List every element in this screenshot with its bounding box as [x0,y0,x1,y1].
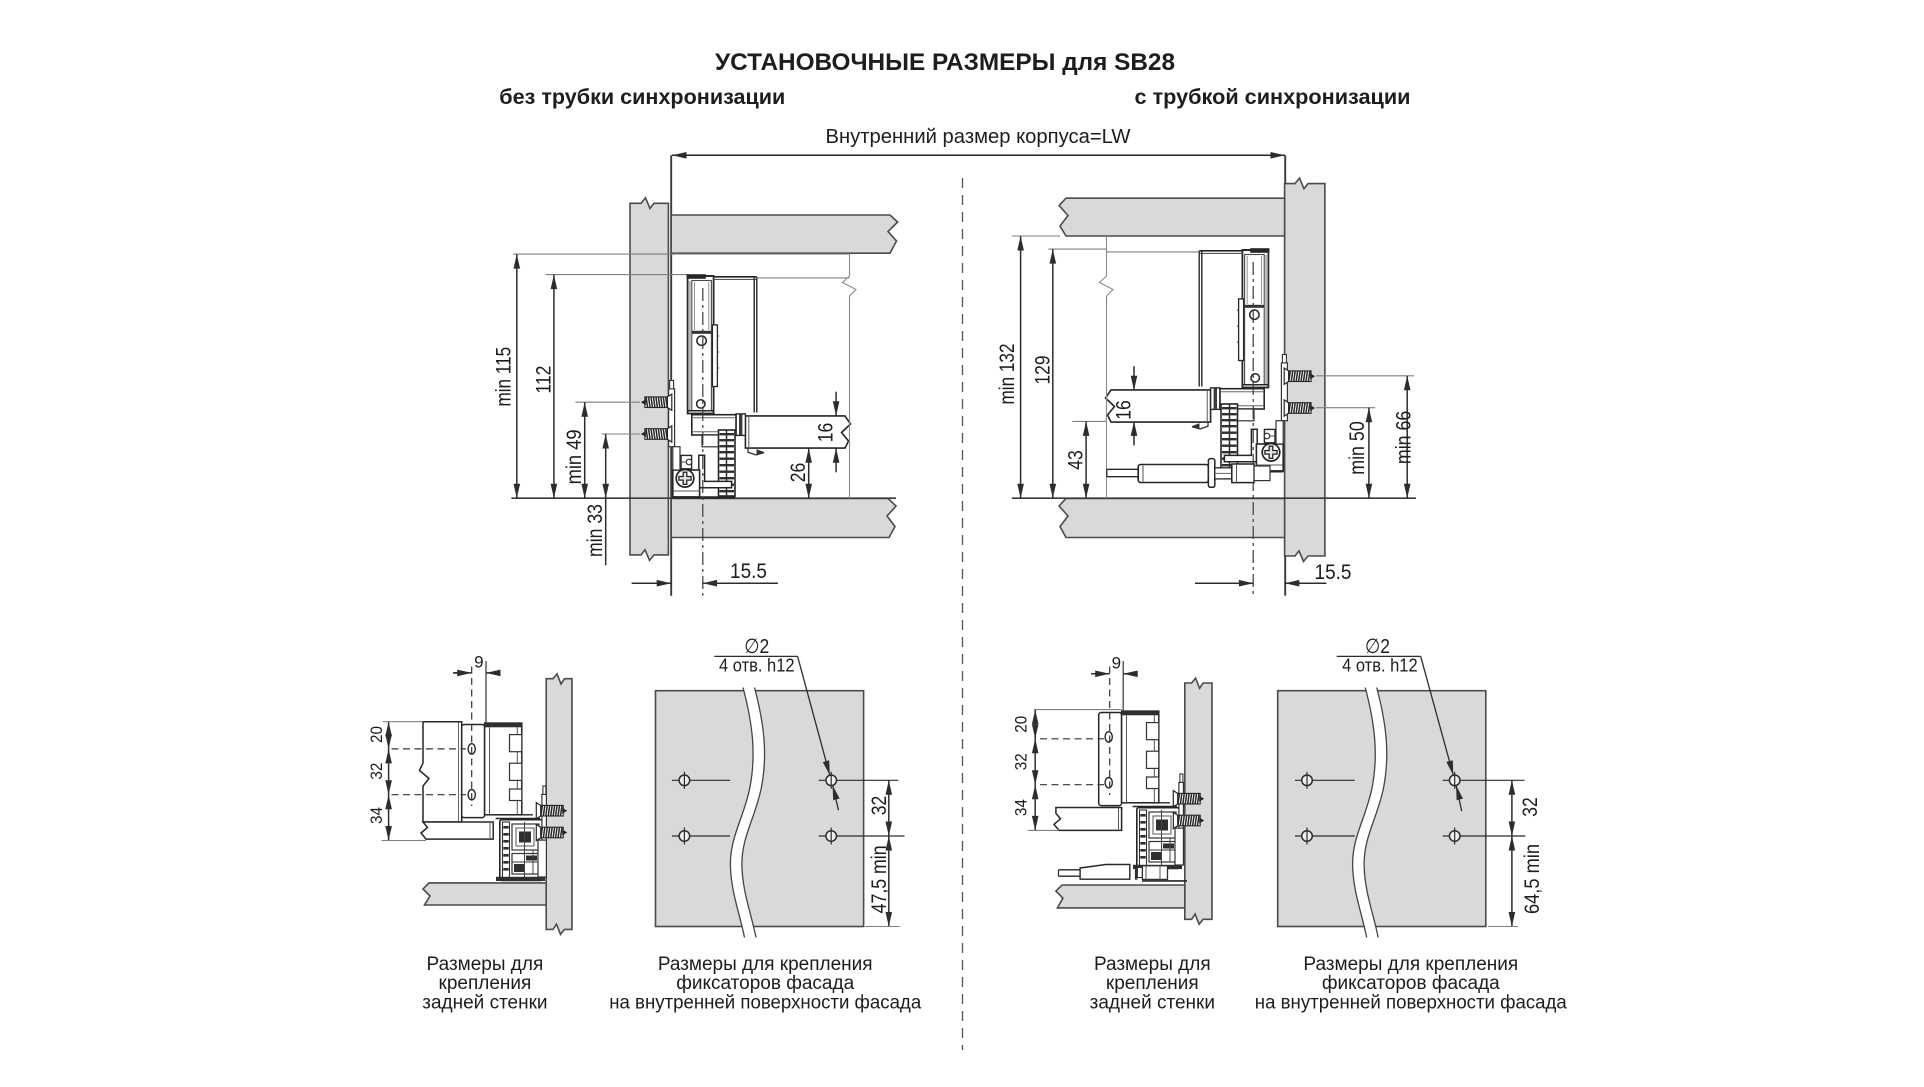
svg-text:47,5 min: 47,5 min [868,845,891,913]
svg-text:20: 20 [1011,716,1030,733]
svg-text:Размеры для крепления: Размеры для крепления [658,954,873,975]
svg-text:15.5: 15.5 [730,560,767,583]
svg-text:64,5 min: 64,5 min [1521,844,1544,914]
svg-text:16: 16 [1113,400,1136,420]
svg-text:Размеры для: Размеры для [1094,954,1211,975]
svg-text:4 отв. h12: 4 отв. h12 [719,656,795,676]
svg-text:min 132: min 132 [996,344,1019,405]
svg-text:43: 43 [1065,450,1088,470]
svg-text:32: 32 [367,763,386,780]
svg-text:32: 32 [868,796,891,816]
svg-text:9: 9 [474,653,483,672]
svg-text:112: 112 [532,366,555,394]
svg-text:34: 34 [1011,799,1030,816]
svg-text:на внутренней поверхности фаса: на внутренней поверхности фасада [1255,993,1567,1014]
svg-text:16: 16 [815,423,838,443]
svg-text:с трубкой синхронизации: с трубкой синхронизации [1135,84,1411,109]
svg-text:∅2: ∅2 [1365,635,1390,658]
svg-text:min 66: min 66 [1393,411,1416,465]
svg-text:фиксаторов фасада: фиксаторов фасада [1322,973,1500,994]
svg-text:34: 34 [367,807,386,824]
svg-text:15.5: 15.5 [1315,561,1352,584]
svg-text:∅2: ∅2 [744,635,769,658]
svg-text:4 отв. h12: 4 отв. h12 [1342,656,1418,676]
svg-text:Размеры для: Размеры для [427,954,544,975]
svg-text:9: 9 [1112,654,1121,673]
svg-text:min 33: min 33 [584,504,607,557]
svg-text:крепления: крепления [439,973,532,994]
svg-text:Внутренний размер корпуса=LW: Внутренний размер корпуса=LW [826,126,1131,148]
svg-text:задней стенки: задней стенки [422,993,547,1014]
svg-text:задней стенки: задней стенки [1090,993,1215,1014]
svg-text:32: 32 [1011,753,1030,770]
svg-text:32: 32 [1519,797,1542,817]
svg-text:крепления: крепления [1106,973,1199,994]
svg-text:min 115: min 115 [492,347,515,407]
svg-text:min 50: min 50 [1346,421,1369,475]
svg-text:26: 26 [787,463,810,483]
svg-text:на внутренней поверхности фаса: на внутренней поверхности фасада [609,993,921,1014]
svg-text:фиксаторов фасада: фиксаторов фасада [676,973,854,994]
svg-text:без трубки синхронизации: без трубки синхронизации [499,84,785,109]
svg-text:УСТАНОВОЧНЫЕ РАЗМЕРЫ для SB28: УСТАНОВОЧНЫЕ РАЗМЕРЫ для SB28 [715,49,1175,76]
svg-text:Размеры для крепления: Размеры для крепления [1303,954,1518,975]
svg-text:20: 20 [367,726,386,743]
svg-text:min 49: min 49 [563,429,586,484]
svg-text:129: 129 [1031,356,1054,385]
